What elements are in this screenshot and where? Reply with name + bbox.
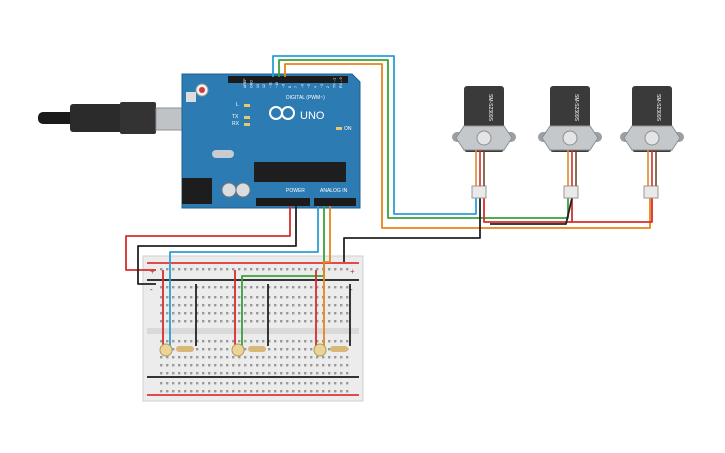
digital-pin-label: RX←0 bbox=[339, 77, 343, 88]
rail-minus-label-right: - bbox=[350, 285, 353, 294]
wire-blue-pin11[interactable] bbox=[272, 55, 477, 215]
digital-pin-label: ~10 bbox=[275, 82, 279, 88]
arduino-logo bbox=[269, 106, 295, 120]
resistor[interactable] bbox=[330, 346, 348, 352]
power-header bbox=[256, 198, 310, 206]
sensor-group-1[interactable] bbox=[159, 343, 194, 357]
servo-model-label: SM-S2309S bbox=[655, 94, 661, 122]
rail-minus-line-bottom bbox=[147, 376, 359, 378]
led-label-l: L bbox=[236, 102, 239, 108]
photoresistor[interactable] bbox=[231, 343, 245, 357]
rail-minus-line bbox=[147, 279, 359, 281]
rail-plus-label-right: + bbox=[350, 267, 355, 276]
wire-orange-a2[interactable] bbox=[323, 206, 331, 346]
servo-motor-3[interactable]: SM-S2309S bbox=[620, 86, 684, 199]
servo-model-label: SM-S2309S bbox=[487, 94, 493, 122]
digital-pin-label: 2 bbox=[326, 86, 330, 88]
wires bbox=[125, 55, 653, 346]
wire-black-servo-gnd[interactable] bbox=[343, 195, 481, 262]
digital-pin-label: 13 bbox=[256, 84, 260, 88]
analog-header bbox=[314, 198, 356, 206]
rail-plus-line-bottom bbox=[147, 394, 359, 396]
digital-header-label: DIGITAL (PWM~) bbox=[286, 95, 325, 101]
led-label-rx: RX bbox=[232, 121, 240, 127]
servo-leads bbox=[475, 150, 657, 186]
digital-pin-label: ~5 bbox=[307, 84, 311, 88]
on-label: ON bbox=[344, 126, 352, 132]
resistor[interactable] bbox=[248, 346, 266, 352]
digital-pin-label: 7 bbox=[294, 86, 298, 88]
digital-pin-label: GND bbox=[249, 80, 253, 88]
photoresistor[interactable] bbox=[159, 343, 173, 357]
microcontroller-chip bbox=[254, 162, 346, 182]
power-jack bbox=[182, 178, 212, 204]
digital-pin-label: 4 bbox=[313, 86, 317, 88]
digital-pin-label: AREF bbox=[243, 78, 247, 88]
resistor[interactable] bbox=[176, 346, 194, 352]
digital-pin-label: ~6 bbox=[301, 84, 305, 88]
rail-plus-label: + bbox=[150, 267, 155, 276]
photoresistor[interactable] bbox=[313, 343, 327, 357]
sensor-group-3[interactable] bbox=[313, 343, 348, 357]
board-brand-text: UNO bbox=[300, 110, 325, 122]
digital-pin-label: ~3 bbox=[320, 84, 324, 88]
wire-red-5v[interactable] bbox=[125, 206, 291, 271]
analog-header-label: ANALOG IN bbox=[320, 188, 348, 194]
arduino-uno-board[interactable]: DIGITAL (PWM~) UNO L TX RX ON POWER ANAL… bbox=[181, 73, 361, 209]
wire-blue-a0[interactable] bbox=[169, 206, 319, 346]
power-header-label: POWER bbox=[286, 188, 305, 194]
sensor-group-2[interactable] bbox=[231, 343, 266, 357]
wire-black-servo-gnd-2[interactable] bbox=[490, 197, 573, 225]
digital-pin-label: ~9 bbox=[281, 84, 285, 88]
rail-minus-label: - bbox=[150, 285, 153, 294]
digital-pin-label: 8 bbox=[288, 86, 292, 88]
digital-header bbox=[228, 76, 348, 83]
rail-plus-line bbox=[147, 262, 359, 264]
wire-green-a1[interactable] bbox=[241, 206, 325, 346]
breadboard-holes bbox=[160, 268, 349, 393]
digital-pin-label: ~11 bbox=[269, 82, 273, 88]
wire-black-gnd[interactable] bbox=[137, 206, 297, 285]
center-channel bbox=[147, 328, 359, 334]
servo-model-label: SM-S2309S bbox=[573, 94, 579, 122]
servo-motor-1[interactable]: SM-S2309S bbox=[452, 86, 516, 199]
reset-button-cap bbox=[199, 87, 205, 93]
led-label-tx: TX bbox=[232, 114, 239, 120]
wire-red-servo-power-2[interactable] bbox=[572, 196, 653, 223]
breadboard[interactable]: + - + - bbox=[142, 255, 364, 402]
wire-red-servo-power[interactable] bbox=[483, 195, 573, 223]
digital-pin-label: 12 bbox=[262, 84, 266, 88]
servo-motor-2[interactable]: SM-S2309S bbox=[538, 86, 602, 199]
digital-pin-label: TX→1 bbox=[333, 78, 337, 88]
usb-cable[interactable] bbox=[38, 102, 193, 134]
